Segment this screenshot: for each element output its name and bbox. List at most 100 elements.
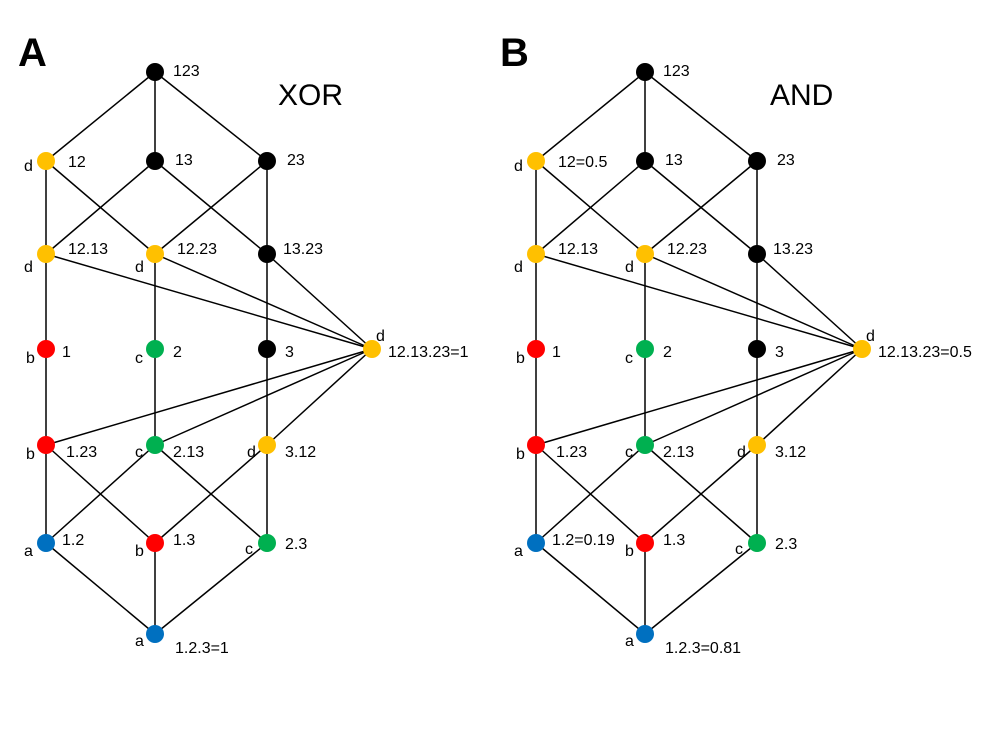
node-12.13.23 [853,340,871,358]
node-label-12.13.23: 12.13.23=0.5 [878,344,972,361]
edge-13-12.13 [535,160,646,255]
node-123 [146,63,164,81]
class-label-1: b [516,350,525,367]
node-label-1.2: 1.2 [62,532,84,549]
node-12.13.23 [363,340,381,358]
node-label-12.13: 12.13 [558,241,598,258]
node-label-2: 2 [173,344,182,361]
class-label-1.23: b [516,446,525,463]
class-label-12.23: d [135,259,144,276]
node-1.2.3 [146,625,164,643]
edge-3.12-12.13.23 [756,348,863,446]
node-label-123: 123 [173,63,200,80]
node-1 [527,340,545,358]
node-13 [636,152,654,170]
class-label-12: d [514,158,523,175]
node-3.12 [748,436,766,454]
node-label-1: 1 [552,344,561,361]
node-1.23 [37,436,55,454]
node-1.2 [37,534,55,552]
edge-12.23-12.13.23 [644,253,863,350]
node-12.13 [527,245,545,263]
panel-letter-a: A [18,31,47,75]
node-23 [258,152,276,170]
node-label-3: 3 [775,344,784,361]
edge-123-23 [154,71,268,162]
node-label-3: 3 [285,344,294,361]
edge-123-12 [535,71,646,162]
node-label-1.2.3: 1.2.3=1 [175,640,229,657]
node-2 [636,340,654,358]
class-label-1.2: a [514,543,523,560]
node-12.23 [146,245,164,263]
class-label-12.13.23: d [376,328,385,345]
node-23 [748,152,766,170]
node-label-13: 13 [665,152,683,169]
node-label-1: 1 [62,344,71,361]
edge-12.23-12.13.23 [154,253,373,350]
node-2 [146,340,164,358]
edge-1.2-1.2.3 [535,542,646,635]
node-label-1.3: 1.3 [663,532,685,549]
node-label-2: 2 [663,344,672,361]
node-123 [636,63,654,81]
gate-title-and: AND [770,79,833,112]
node-3.12 [258,436,276,454]
class-label-3.12: d [247,444,256,461]
panel-letter-b: B [500,31,529,75]
edge-1.23-12.13.23 [45,348,373,446]
edge-13.23-12.13.23 [756,253,863,350]
node-12.13 [37,245,55,263]
class-label-2.13: c [625,444,633,461]
edge-2.3-1.2.3 [154,542,268,635]
node-label-12.13.23: 12.13.23=1 [388,344,469,361]
edge-13-12.13 [45,160,156,255]
node-12 [527,152,545,170]
class-label-2.13: c [135,444,143,461]
class-label-2.3: c [735,541,743,558]
class-label-1: b [26,350,35,367]
edge-layer-a [45,71,373,635]
class-label-1.3: b [625,543,634,560]
node-label-3.12: 3.12 [285,444,316,461]
edge-1.23-12.13.23 [535,348,863,446]
class-label-1.2.3: a [135,633,144,650]
class-label-2: c [135,350,143,367]
node-13.23 [258,245,276,263]
edge-3.12-1.3 [154,444,268,544]
node-label-23: 23 [777,152,795,169]
node-label-2.3: 2.3 [775,536,797,553]
edge-1.2-1.2.3 [45,542,156,635]
node-label-2.13: 2.13 [663,444,694,461]
node-label-3.12: 3.12 [775,444,806,461]
node-label-13.23: 13.23 [283,241,323,258]
edge-13.23-12.13.23 [266,253,373,350]
node-13 [146,152,164,170]
node-label-1.2: 1.2=0.19 [552,532,615,549]
edge-23-12.23 [154,160,268,255]
class-label-2: c [625,350,633,367]
class-label-1.2.3: a [625,633,634,650]
node-1.23 [527,436,545,454]
edge-2.13-1.2 [535,444,646,544]
edge-layer-b [535,71,863,635]
node-label-13: 13 [175,152,193,169]
node-13.23 [748,245,766,263]
node-label-12: 12 [68,154,86,171]
node-label-1.23: 1.23 [66,444,97,461]
node-2.3 [258,534,276,552]
node-label-2.3: 2.3 [285,536,307,553]
node-3 [258,340,276,358]
class-label-3.12: d [737,444,746,461]
edge-3.12-12.13.23 [266,348,373,446]
node-label-123: 123 [663,63,690,80]
node-1.3 [146,534,164,552]
node-1.2.3 [636,625,654,643]
node-1.2 [527,534,545,552]
class-label-12.23: d [625,259,634,276]
node-12 [37,152,55,170]
edge-2.13-1.2 [45,444,156,544]
class-label-12.13: d [514,259,523,276]
